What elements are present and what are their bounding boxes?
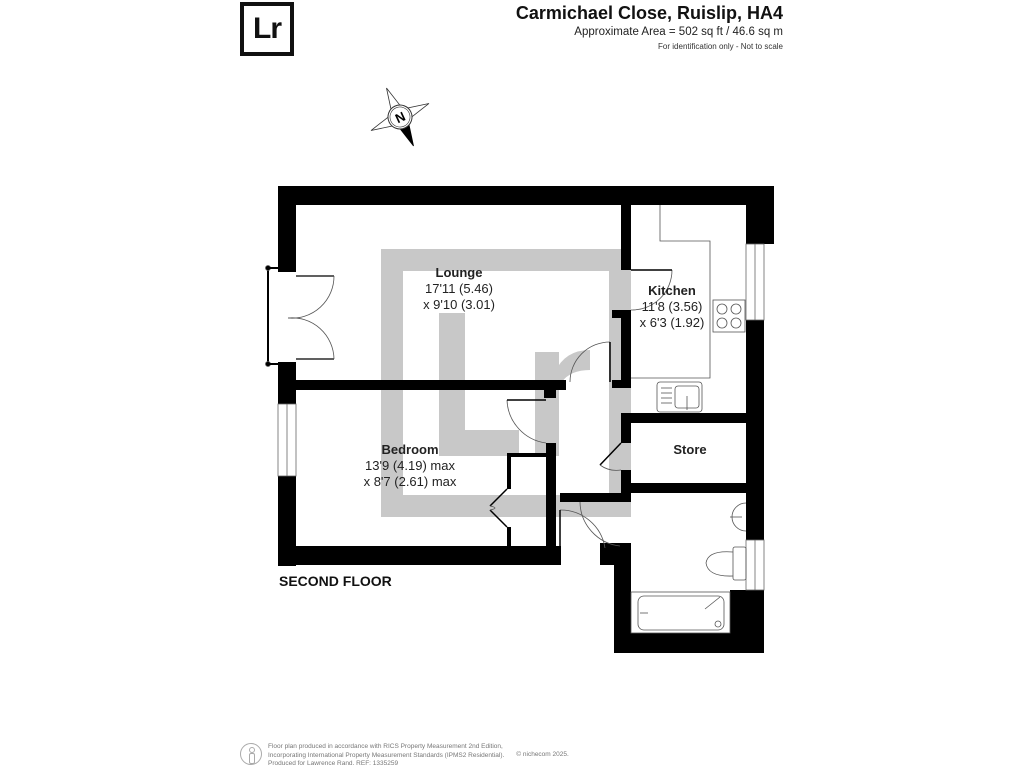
floor-level-label: SECOND FLOOR <box>279 573 392 589</box>
logo-text: Lr <box>253 12 282 45</box>
room-bedroom: Bedroom 13'9 (4.19) max x 8'7 (2.61) max <box>364 442 457 489</box>
brand-logo: Lr <box>240 2 294 56</box>
footer-legal-text: Floor plan produced in accordance with R… <box>268 743 504 769</box>
room-name: Kitchen <box>648 283 696 298</box>
plan-footer: Floor plan produced in accordance with R… <box>240 743 569 769</box>
room-dimension: 13'9 (4.19) max <box>365 458 455 473</box>
property-address: Carmichael Close, Ruislip, HA4 <box>515 3 783 23</box>
room-store: Store <box>673 442 706 457</box>
walls <box>278 186 774 653</box>
interior-doors <box>489 269 673 549</box>
kitchen-fittings <box>631 205 746 413</box>
footer-line-2: Incorporating International Property Mea… <box>268 751 505 759</box>
compass-icon: N <box>370 87 430 147</box>
room-name: Store <box>673 442 706 457</box>
room-dimension: 11'8 (3.56) <box>642 299 703 314</box>
scale-disclaimer: For identification only - Not to scale <box>658 42 783 51</box>
footer-line-3: Produced for Lawrence Rand. REF: 1335259 <box>268 760 399 767</box>
copyright-text: © nichecom 2025. <box>516 751 569 758</box>
approximate-area: Approximate Area = 502 sq ft / 46.6 sq m <box>574 26 783 38</box>
bathroom-fittings <box>630 502 747 634</box>
windows <box>277 243 765 591</box>
room-kitchen: Kitchen 11'8 (3.56) x 6'3 (1.92) <box>640 283 705 330</box>
room-name: Bedroom <box>381 442 438 457</box>
info-person-icon <box>240 743 262 765</box>
room-dimension: x 8'7 (2.61) max <box>364 474 457 489</box>
room-dimension: x 6'3 (1.92) <box>640 315 705 330</box>
room-dimension: 17'11 (5.46) <box>425 281 493 296</box>
plan-header: Carmichael Close, Ruislip, HA4 Approxima… <box>516 2 783 53</box>
french-doors <box>265 265 335 367</box>
room-lounge: Lounge 17'11 (5.46) x 9'10 (3.01) <box>423 265 495 312</box>
room-dimension: x 9'10 (3.01) <box>423 297 495 312</box>
room-name: Lounge <box>436 265 483 280</box>
footer-line-1: Floor plan produced in accordance with R… <box>268 743 503 750</box>
